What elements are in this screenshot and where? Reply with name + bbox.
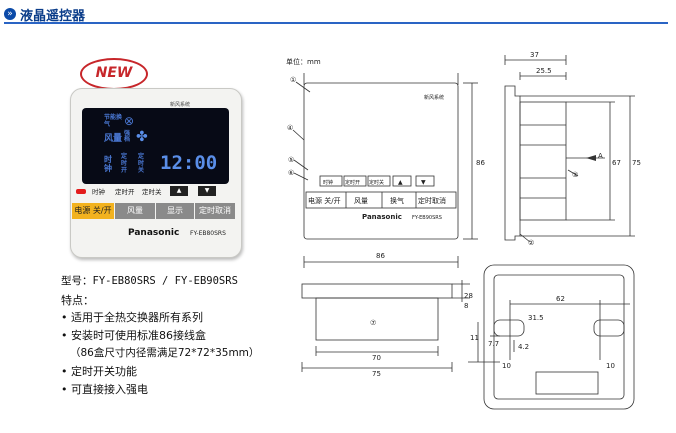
dwg-clock-button <box>319 175 343 187</box>
dim-front-width: 86 <box>376 252 385 260</box>
dwg-model: FY-EB90SRS <box>412 215 442 221</box>
device-model: FY-EB80SRS <box>190 230 226 237</box>
clock-button[interactable]: 时钟 <box>92 188 105 196</box>
dim-4-2: 4.2 <box>518 343 529 351</box>
dwg-top-label: 新风系统 <box>424 94 444 101</box>
svg-text:换气: 换气 <box>390 196 404 205</box>
feature-note: （86盒尺寸内径需满足72*72*35mm） <box>70 347 260 359</box>
svg-text:风量: 风量 <box>354 197 368 205</box>
feature-item: • 可直接接入强电 <box>61 383 148 396</box>
model-line: 型号：FY-EB80SRS / FY-EB90SRS <box>61 275 238 287</box>
display-button[interactable]: 显示 <box>156 203 194 219</box>
dim-11: 11 <box>470 334 479 342</box>
svg-text:时钟: 时钟 <box>323 179 333 186</box>
callout-1: ① <box>290 76 296 84</box>
timer-cancel-button[interactable]: 定时取消 <box>195 203 235 219</box>
device-top-label: 新风系统 <box>170 102 191 108</box>
timer-off-button[interactable]: 定时关 <box>142 188 162 196</box>
up-button[interactable]: ▲ <box>170 186 188 196</box>
dim-67: 67 <box>612 159 621 167</box>
callout-4: ④ <box>287 124 293 132</box>
screen-timer-on: 定时开 <box>121 153 128 174</box>
dim-28: 28 <box>464 292 473 300</box>
callout-5: ⑤ <box>288 156 294 164</box>
svg-text:定时取消: 定时取消 <box>418 196 446 205</box>
screen-fan-level: 强档 <box>124 130 131 143</box>
dim-8: 8 <box>464 302 468 310</box>
dwg-brand: Panasonic <box>362 213 402 221</box>
screen-clock-label: 时钟 <box>104 155 112 173</box>
dwg-up-button <box>392 175 412 187</box>
mounting-box-outer <box>483 264 635 410</box>
screen-fan-label: 风量 <box>104 134 123 144</box>
dim-37: 37 <box>530 51 539 59</box>
screen-timer-off: 定时关 <box>138 153 145 174</box>
dim-31-5: 31.5 <box>528 314 544 322</box>
header-divider <box>4 22 668 24</box>
dim-25-5: 25.5 <box>536 67 552 75</box>
dwg-down-button <box>415 175 435 187</box>
fan-icon: ✤ <box>136 129 148 145</box>
svg-text:定时开: 定时开 <box>345 179 360 186</box>
power-led <box>76 189 86 194</box>
section-title: 液晶遥控器 <box>20 8 86 24</box>
features-title: 特点： <box>61 294 94 307</box>
lcd-screen <box>82 108 229 184</box>
callout-3: ③ <box>572 171 578 179</box>
front-view-outline <box>303 82 459 240</box>
fan-x-icon: ⊗ <box>124 114 135 128</box>
feature-item: • 定时开关功能 <box>61 365 137 378</box>
screen-mode: 节能换气 <box>104 114 123 128</box>
dim-62: 62 <box>556 295 565 303</box>
unit-label: 单位：mm <box>286 57 321 66</box>
timer-on-button[interactable]: 定时开 <box>115 188 135 196</box>
bottom-view-plate <box>301 283 453 299</box>
svg-text:▲: ▲ <box>398 179 403 186</box>
side-view-body <box>519 101 567 221</box>
dwg-timer-on-button <box>343 175 367 187</box>
feature-item: • 安装时可使用标准86接线盒 <box>61 329 206 342</box>
svg-text:电源 关/开: 电源 关/开 <box>308 196 341 205</box>
svg-text:▼: ▼ <box>421 179 426 186</box>
brand-logo: Panasonic <box>128 228 180 238</box>
callout-2: ② <box>528 239 534 247</box>
fan-speed-button[interactable]: 风量 <box>115 203 155 219</box>
dim-75-bottom: 75 <box>372 370 381 378</box>
bottom-view-body <box>315 297 439 341</box>
svg-text:定时关: 定时关 <box>369 179 384 186</box>
dim-75: 75 <box>632 159 641 167</box>
dim-10-right: 10 <box>606 362 615 370</box>
dim-10-left: 10 <box>502 362 511 370</box>
power-button[interactable]: 电源 关/开 <box>72 203 114 219</box>
callout-7: ⑦ <box>370 319 376 327</box>
dim-front-height: 86 <box>476 159 485 167</box>
feature-item: • 适用于全热交换器所有系列 <box>61 311 203 324</box>
dim-7-7: 7.7 <box>488 340 499 348</box>
down-button[interactable]: ▼ <box>198 186 216 196</box>
dim-70: 70 <box>372 354 381 362</box>
screen-time: 12:00 <box>160 152 218 174</box>
view-arrow-label: A <box>598 152 603 160</box>
callout-6: ⑥ <box>288 169 294 177</box>
section-header: » 液晶遥控器 <box>4 4 85 24</box>
side-view-plate <box>504 85 521 241</box>
arrow-circle-icon: » <box>4 8 16 20</box>
dwg-timer-off-button <box>367 175 391 187</box>
